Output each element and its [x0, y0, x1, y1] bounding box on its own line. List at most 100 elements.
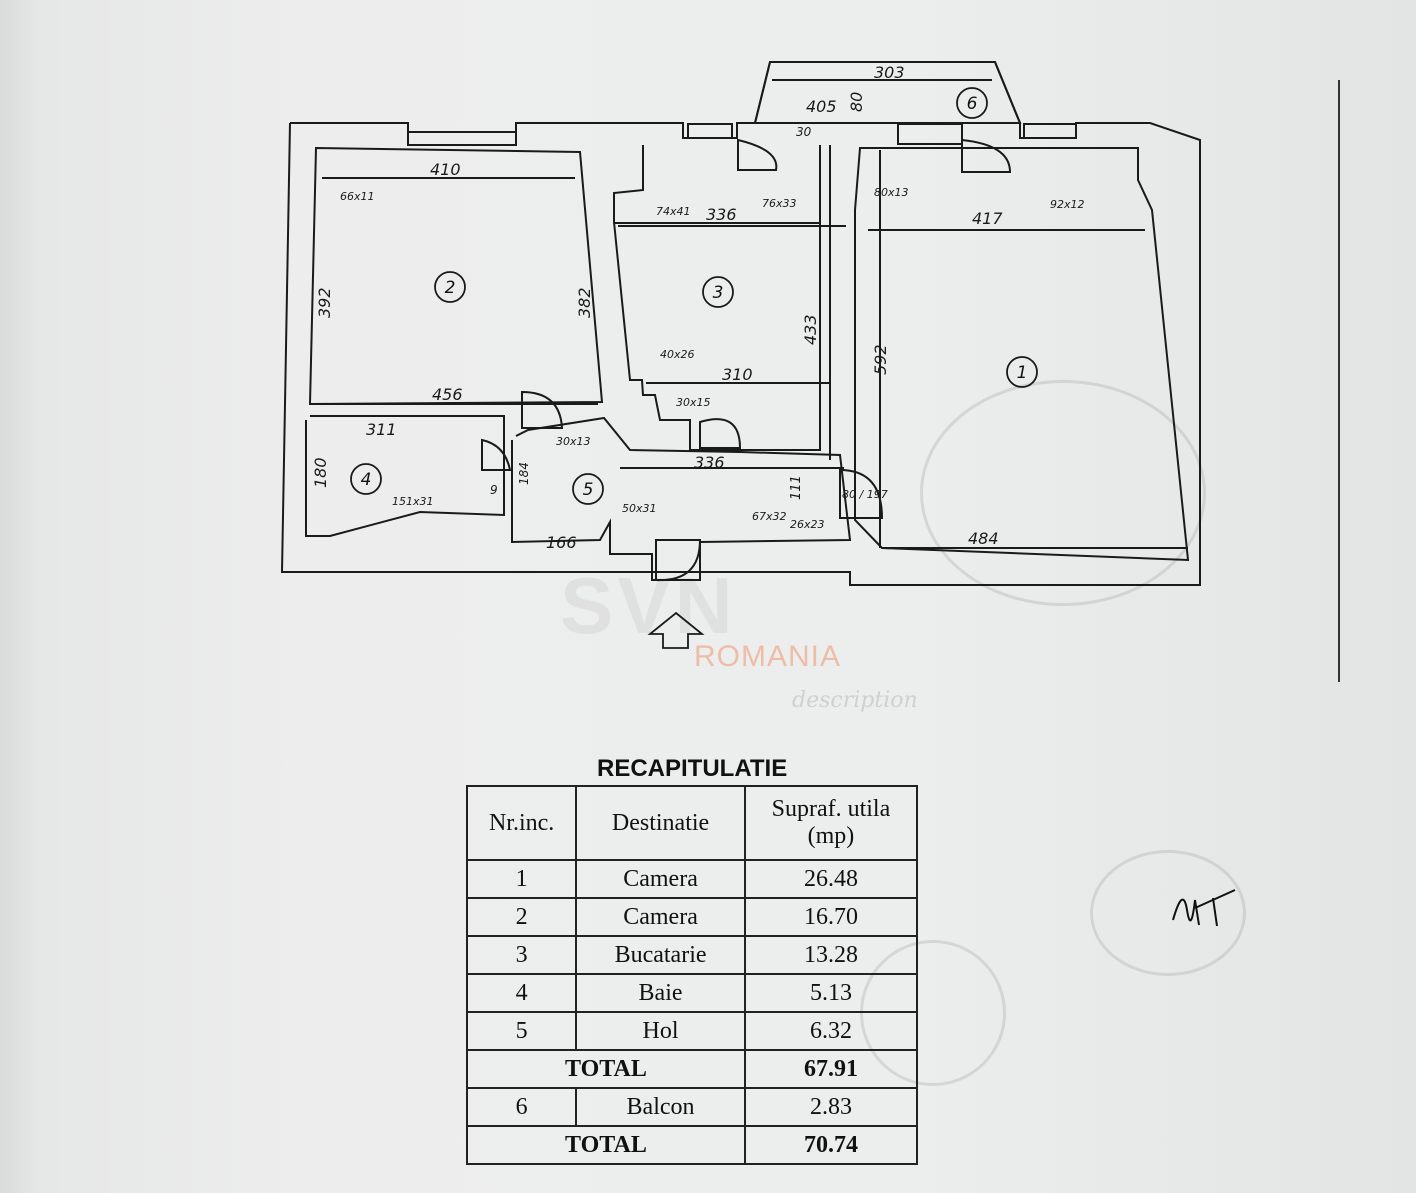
dim-r3-a: 74x41 [656, 205, 691, 218]
cell-dest: Hol [575, 1011, 746, 1051]
cell-dest: Bucatarie [575, 935, 746, 975]
dim-r1-b: 92x12 [1050, 198, 1085, 211]
entrance-arrow-icon [647, 611, 705, 649]
total-value: 67.91 [743, 1049, 919, 1089]
dim-r4-c: 184 [517, 462, 531, 485]
watermark-logo: SVN [560, 561, 737, 650]
dim-r5-left: 166 [546, 533, 577, 552]
table-row: 1 Camera 26.48 [465, 859, 919, 899]
header-nr: Nr.inc. [465, 785, 578, 861]
table-row: 5 Hol 6.32 [465, 1011, 919, 1051]
page-fold-line [1338, 80, 1340, 682]
marker-2-label: 2 [445, 278, 456, 298]
balcony-row: 6 Balcon 2.83 [465, 1087, 919, 1127]
cell-nr: 4 [465, 973, 578, 1013]
door-arc-entrance [655, 539, 702, 582]
dim-r3-bottom: 310 [722, 365, 753, 384]
room-4-outline [305, 415, 505, 537]
cell-supraf: 13.28 [743, 935, 919, 975]
room-marker-3 [702, 276, 734, 308]
dim-r4-left: 180 [311, 457, 330, 488]
room-marker-4 [350, 463, 382, 495]
dim-balcony-top: 303 [874, 63, 905, 82]
dim-r3-d: 30x15 [676, 396, 711, 409]
table-row: 2 Camera 16.70 [465, 897, 919, 937]
header-destinatie: Destinatie [575, 785, 746, 861]
dim-r4-d: 9 [490, 483, 498, 497]
cell-supraf: 26.48 [743, 859, 919, 899]
dim-r2-bottom: 456 [432, 385, 463, 404]
room-3-outline [613, 145, 821, 451]
table-header-row: Nr.inc. Destinatie Supraf. utila (mp) [465, 785, 919, 861]
dim-balcony-c: 30 [796, 125, 812, 139]
dim-r5-a: 30x13 [556, 435, 591, 448]
dim-r1-bottom: 484 [968, 529, 999, 548]
dim-r4-b: 151x31 [392, 495, 434, 508]
room-1-outline [854, 147, 1190, 562]
cell-supraf: 5.13 [743, 973, 919, 1013]
dim-r3-top: 336 [706, 205, 737, 224]
room-5-outline [511, 416, 852, 581]
cell-nr: 2 [465, 897, 578, 937]
faint-stamp-right [1090, 850, 1246, 976]
cell-supraf: 2.83 [743, 1087, 919, 1127]
cell-nr: 3 [465, 935, 578, 975]
dim-r2-right: 382 [575, 287, 594, 318]
cell-supraf: 16.70 [743, 897, 919, 937]
dim-r3-b: 76x33 [762, 197, 797, 210]
total-row: TOTAL 67.91 [466, 1049, 919, 1089]
dim-r1-a: 80x13 [874, 186, 909, 199]
header-suprafata: Supraf. utila (mp) [743, 785, 919, 861]
door-arc-kitchen [699, 418, 742, 449]
watermark-text: ROMANIA [694, 640, 842, 673]
marker-4-label: 4 [361, 470, 372, 490]
grand-total-value: 70.74 [743, 1125, 919, 1165]
dim-r3-right: 433 [801, 314, 820, 345]
marker-6-label: 6 [967, 94, 978, 114]
dim-r5-b: 50x31 [622, 502, 657, 515]
cell-nr: 5 [465, 1011, 578, 1051]
door-arc-balcony-right [961, 138, 1012, 173]
dim-balcony-b: 80 [847, 92, 866, 112]
dim-r4-top: 311 [366, 420, 397, 439]
dim-r5-e: 111 [789, 475, 804, 500]
dim-r2-top: 410 [430, 160, 461, 179]
dim-door-hol-room1: 80 / 197 [842, 488, 888, 501]
room-marker-1 [1006, 356, 1038, 388]
cell-dest: Camera [575, 859, 746, 899]
door-arc-balcony-left [737, 138, 778, 171]
cell-nr: 1 [465, 859, 578, 899]
dim-r2-left: 392 [315, 287, 334, 318]
door-arc-bath [521, 390, 564, 429]
dim-r1-left: 592 [871, 344, 890, 375]
table-row: 3 Bucatarie 13.28 [465, 935, 919, 975]
faint-handwriting-line: description [792, 688, 918, 713]
cell-supraf: 6.32 [743, 1011, 919, 1051]
cell-dest: Camera [575, 897, 746, 937]
dim-r5-d: 26x23 [790, 518, 825, 531]
room-marker-6 [956, 87, 988, 119]
table-row: 4 Baie 5.13 [465, 973, 919, 1013]
room-2-outline [308, 146, 604, 406]
cell-nr: 6 [465, 1087, 578, 1127]
grand-total-row: TOTAL 70.74 [466, 1125, 919, 1165]
cell-dest: Baie [575, 973, 746, 1013]
faint-stamp-top [920, 380, 1206, 606]
door-arc-hol-room1 [839, 468, 884, 519]
grand-total-label: TOTAL [466, 1125, 746, 1165]
marker-5-label: 5 [583, 480, 594, 500]
dim-r1-top: 417 [972, 209, 1003, 228]
recap-table: Nr.inc. Destinatie Supraf. utila (mp) 1 … [465, 785, 919, 1165]
signature [1172, 889, 1236, 927]
dim-r3-c: 40x26 [660, 348, 695, 361]
dim-r2-window: 66x11 [340, 190, 375, 203]
cell-dest: Balcon [575, 1087, 746, 1127]
dim-r5-c: 67x32 [752, 510, 787, 523]
recap-title: RECAPITULATIE [597, 755, 788, 782]
marker-1-label: 1 [1017, 363, 1028, 383]
marker-3-label: 3 [713, 283, 724, 303]
balcony-window [897, 123, 963, 145]
room-marker-5 [572, 473, 604, 505]
dim-balcony-a: 405 [806, 97, 837, 116]
